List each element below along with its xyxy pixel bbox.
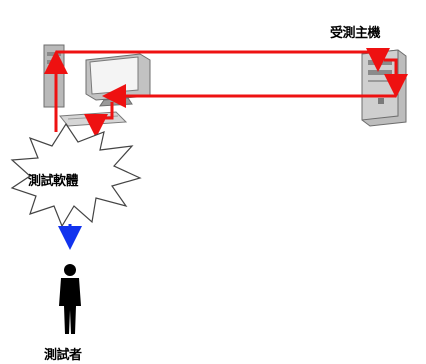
tester-label: 測試者 — [44, 348, 82, 363]
server-label: 受測主機 — [330, 26, 381, 41]
starburst-icon — [10, 122, 142, 228]
person-icon — [59, 264, 81, 334]
red-arrow-loop — [44, 48, 408, 138]
client-pc-icon — [43, 44, 151, 127]
test-software-label: 測試軟體 — [28, 174, 79, 189]
